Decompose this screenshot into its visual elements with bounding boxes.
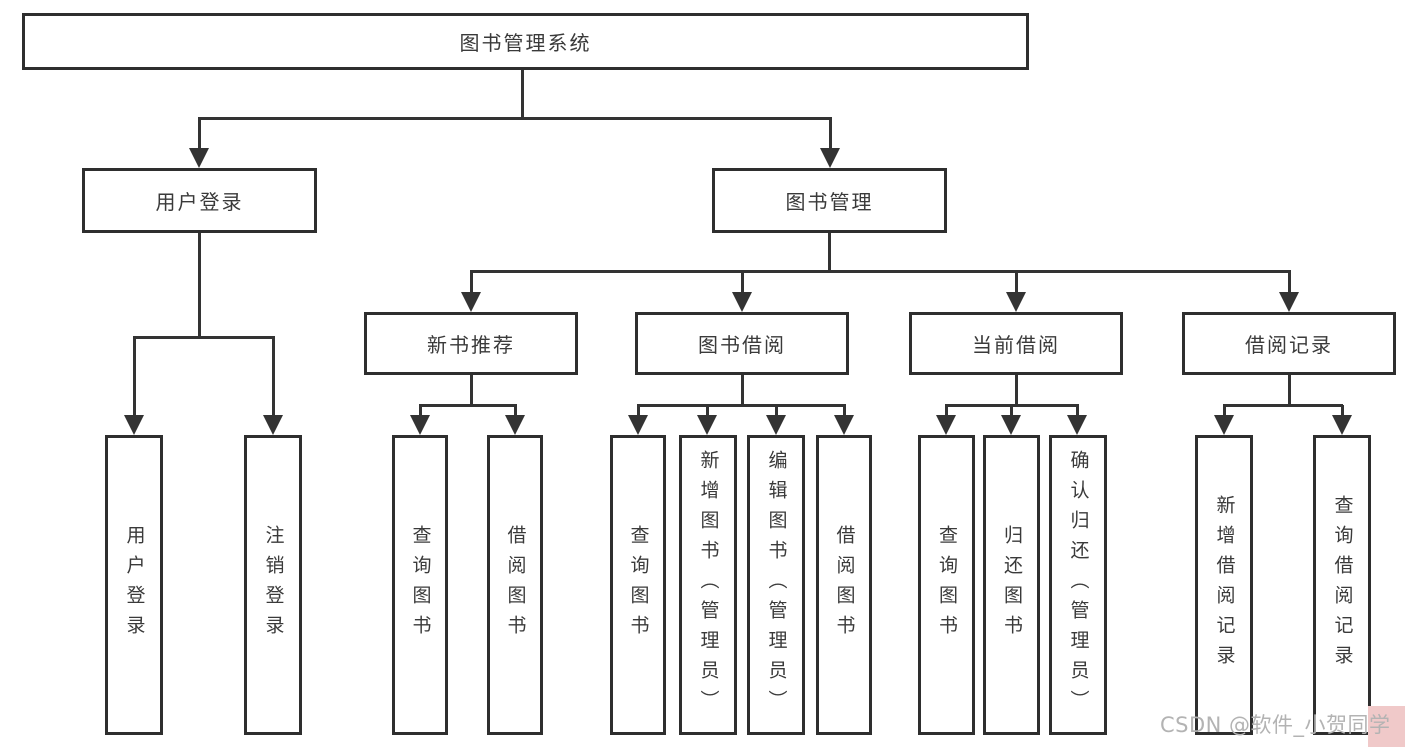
leaf-return-books: 归还图书 bbox=[983, 435, 1040, 735]
arrowhead-icon bbox=[697, 415, 717, 435]
connector-line bbox=[637, 405, 640, 419]
leaf-borrow-books-recommend: 借阅图书 bbox=[487, 435, 543, 735]
arrowhead-icon bbox=[1006, 292, 1026, 312]
node-current-borrow: 当前借阅 bbox=[909, 312, 1123, 375]
arrowhead-icon bbox=[1001, 415, 1021, 435]
leaf-query-borrow-record: 查询借阅记录 bbox=[1313, 435, 1371, 735]
arrowhead-icon bbox=[1214, 415, 1234, 435]
node-book-borrow: 图书借阅 bbox=[635, 312, 849, 375]
arrowhead-icon bbox=[505, 415, 525, 435]
connector-line bbox=[1015, 271, 1018, 297]
arrowhead-icon bbox=[1279, 292, 1299, 312]
connector-line bbox=[1223, 405, 1226, 419]
connector-line bbox=[419, 405, 422, 419]
connector-line bbox=[1010, 405, 1013, 419]
node-borrow-record: 借阅记录 bbox=[1182, 312, 1396, 375]
connector-line bbox=[828, 233, 831, 271]
arrowhead-icon bbox=[1067, 415, 1087, 435]
connector-line bbox=[470, 375, 473, 406]
connector-line bbox=[945, 405, 948, 419]
connector-line bbox=[741, 375, 744, 406]
connector-line bbox=[521, 70, 524, 118]
arrowhead-icon bbox=[189, 148, 209, 168]
leaf-query-books-recommend: 查询图书 bbox=[392, 435, 448, 735]
node-user-login: 用户登录 bbox=[82, 168, 317, 233]
leaf-add-borrow-record: 新增借阅记录 bbox=[1195, 435, 1253, 735]
arrowhead-icon bbox=[263, 415, 283, 435]
leaf-borrow-books: 借阅图书 bbox=[816, 435, 872, 735]
arrowhead-icon bbox=[834, 415, 854, 435]
watermark: CSDN @软件_小贺同学 bbox=[1160, 713, 1391, 737]
arrowhead-icon bbox=[410, 415, 430, 435]
node-book-management: 图书管理 bbox=[712, 168, 947, 233]
arrowhead-icon bbox=[124, 415, 144, 435]
leaf-logout: 注销登录 bbox=[244, 435, 302, 735]
connector-line bbox=[637, 404, 846, 407]
arrowhead-icon bbox=[820, 148, 840, 168]
connector-line bbox=[1076, 405, 1079, 419]
node-library-system: 图书管理系统 bbox=[22, 13, 1029, 70]
connector-line bbox=[470, 271, 473, 297]
connector-line bbox=[829, 118, 832, 152]
watermark-highlight bbox=[1368, 706, 1405, 747]
connector-line bbox=[1288, 375, 1291, 406]
connector-line bbox=[775, 405, 778, 419]
connector-line bbox=[470, 270, 1291, 273]
arrowhead-icon bbox=[766, 415, 786, 435]
leaf-confirm-return-admin: 确认归还（管理员） bbox=[1049, 435, 1107, 735]
connector-line bbox=[419, 404, 517, 407]
connector-line bbox=[272, 337, 275, 418]
connector-line bbox=[1015, 375, 1018, 406]
arrowhead-icon bbox=[936, 415, 956, 435]
arrowhead-icon bbox=[1332, 415, 1352, 435]
node-new-book-recommend: 新书推荐 bbox=[364, 312, 578, 375]
connector-line bbox=[133, 336, 275, 339]
arrowhead-icon bbox=[461, 292, 481, 312]
connector-line bbox=[198, 118, 201, 152]
arrowhead-icon bbox=[628, 415, 648, 435]
connector-line bbox=[198, 233, 201, 337]
arrowhead-icon bbox=[732, 292, 752, 312]
leaf-add-book-admin: 新增图书（管理员） bbox=[679, 435, 737, 735]
connector-line bbox=[1288, 271, 1291, 297]
leaf-query-books-borrow: 查询图书 bbox=[610, 435, 666, 735]
connector-line bbox=[706, 405, 709, 419]
leaf-edit-book-admin: 编辑图书（管理员） bbox=[747, 435, 805, 735]
connector-line bbox=[198, 117, 832, 120]
leaf-query-books-current: 查询图书 bbox=[918, 435, 975, 735]
connector-line bbox=[843, 405, 846, 419]
connector-line bbox=[133, 337, 136, 418]
leaf-user-login: 用户登录 bbox=[105, 435, 163, 735]
connector-line bbox=[1341, 405, 1344, 419]
connector-line bbox=[514, 405, 517, 419]
connector-line bbox=[741, 271, 744, 297]
connector-line bbox=[1223, 404, 1343, 407]
